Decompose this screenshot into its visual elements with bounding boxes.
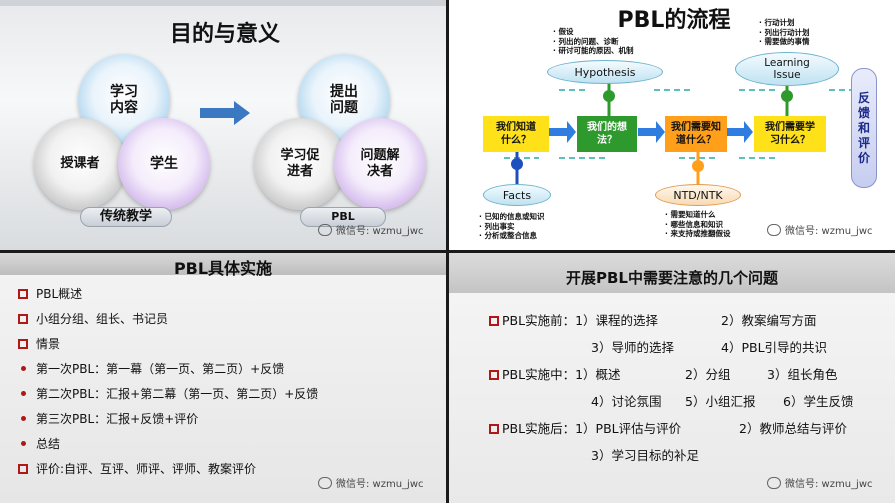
square-bullet-icon: [18, 288, 28, 299]
list-item: 第三次PBL：汇报+反馈+评价: [18, 406, 318, 431]
list-item: PBL概述: [18, 281, 318, 306]
dot-bullet-icon: [21, 441, 26, 446]
facts-notes: · 已知的信息或知识 · 列出事实 · 分析或整合信息: [479, 212, 545, 240]
slide-pbl-process: PBL的流程 · 假设 · 列出的问题、诊断 · 研讨可能的原因、机制 Hypo…: [449, 0, 895, 250]
slide-pbl-implementation: PBL具体实施 PBL概述 小组分组、组长、书记员 情景 第一次PBL：第一幕（…: [0, 253, 446, 503]
facts-oval: Facts: [483, 184, 551, 206]
box-what-we-know: 我们知道 什么？: [483, 116, 549, 152]
label-pbl: PBL: [300, 207, 386, 227]
watermark: 微信号: wzmu_jwc: [318, 475, 424, 490]
implementation-list: PBL概述 小组分组、组长、书记员 情景 第一次PBL：第一幕（第一页、第二页）…: [18, 281, 318, 481]
after-c: 3）学习目标的补足: [591, 448, 699, 463]
dot-bullet-icon: [21, 391, 26, 396]
slide4-title: 开展PBL中需要注意的几个问题: [566, 269, 778, 287]
learning-issue-oval: Learning Issue: [735, 52, 839, 86]
learning-issue-notes: · 行动计划 · 列出行动计划 · 需要做的事情: [759, 18, 810, 46]
after-b: 2）教师总结与评价: [739, 421, 847, 436]
square-bullet-icon: [489, 316, 499, 326]
list-item: 情景: [18, 331, 318, 356]
circle-learning-facilitator: 学习促 进者: [254, 118, 346, 210]
circle-problem-solver: 问题解 决者: [334, 118, 426, 210]
ntd-ntk-oval: NTD/NTK: [655, 184, 741, 206]
wechat-icon: [767, 476, 781, 489]
wechat-icon: [318, 476, 332, 489]
box-what-we-need-know: 我们需要知 道什么？: [665, 116, 727, 152]
watermark: 微信号: wzmu_jwc: [767, 222, 873, 237]
slide1-title: 目的与意义: [169, 22, 280, 47]
after-row-1: PBL实施后：1）PBL评估与评价: [489, 418, 681, 437]
slide-purpose: 目的与意义 学习 内容 授课者 学生 传统教学 提出 问题 学习促 进者 问题解…: [0, 0, 446, 250]
square-bullet-icon: [489, 370, 499, 380]
during-b: 2）分组: [685, 367, 731, 382]
before-b: 2）教案编写方面: [721, 313, 817, 328]
flow-connectors: [504, 80, 869, 184]
ntd-notes: · 需要知道什么 · 哪些信息和知识 · 来支持或推翻假设: [665, 210, 731, 238]
during-c: 3）组长角色: [767, 367, 838, 382]
watermark: 微信号: wzmu_jwc: [767, 475, 873, 490]
wechat-icon: [767, 223, 781, 236]
before-c: 3）导师的选择: [591, 340, 674, 355]
circle-teacher: 授课者: [34, 118, 126, 210]
arrow-right-icon: [200, 101, 250, 125]
before-d: 4）PBL引导的共识: [721, 340, 828, 355]
dot-bullet-icon: [21, 366, 26, 371]
square-bullet-icon: [18, 313, 28, 324]
list-item: 总结: [18, 431, 318, 456]
side-feedback-evaluation: 反 馈 和 评 价: [851, 68, 877, 188]
slide3-title: PBL具体实施: [173, 259, 273, 278]
before-row-1: PBL实施前：1）课程的选择: [489, 310, 658, 329]
list-item: 第一次PBL：第一幕（第一页、第二页）+反馈: [18, 356, 318, 381]
square-bullet-icon: [18, 463, 28, 474]
list-item: 评价:自评、互评、师评、评师、教案评价: [18, 456, 318, 481]
dot-bullet-icon: [21, 416, 26, 421]
during-d: 4）讨论氛围: [591, 394, 662, 409]
during-e: 5）小组汇报: [685, 394, 756, 409]
list-item: 第二次PBL：汇报+第二幕（第一页、第二页）+反馈: [18, 381, 318, 406]
box-what-we-need-learn: 我们需要学 习什么？: [754, 116, 826, 152]
square-bullet-icon: [489, 424, 499, 434]
wechat-icon: [318, 223, 332, 236]
watermark: 微信号: wzmu_jwc: [318, 222, 424, 237]
box-our-ideas: 我们的想 法？: [577, 116, 637, 152]
slide-pbl-issues: 开展PBL中需要注意的几个问题 PBL实施前：1）课程的选择 2）教案编写方面 …: [449, 253, 895, 503]
square-bullet-icon: [18, 338, 28, 349]
hypothesis-notes: · 假设 · 列出的问题、诊断 · 研讨可能的原因、机制: [553, 27, 634, 55]
label-traditional-teaching: 传统教学: [80, 207, 172, 227]
during-f: 6）学生反馈: [783, 394, 854, 409]
slide2-title: PBL的流程: [617, 8, 731, 33]
hypothesis-oval: Hypothesis: [547, 60, 663, 84]
circle-student: 学生: [118, 118, 210, 210]
during-row-1: PBL实施中：1）概述: [489, 364, 621, 383]
list-item: 小组分组、组长、书记员: [18, 306, 318, 331]
